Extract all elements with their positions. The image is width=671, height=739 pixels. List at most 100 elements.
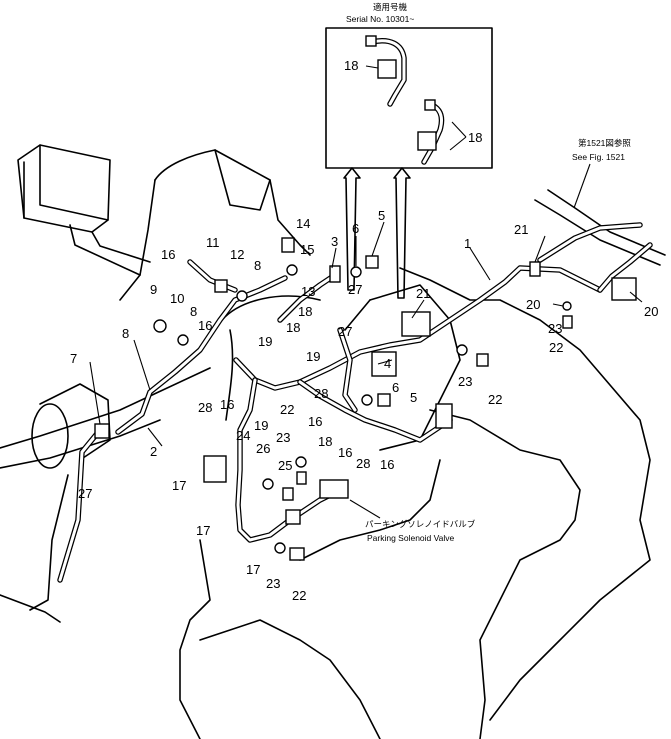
callout-26: 26 <box>256 441 270 456</box>
parking-solenoid-valve <box>319 479 349 499</box>
callout-6a: 6 <box>352 221 359 236</box>
connector-right <box>435 403 453 429</box>
callout-28c: 28 <box>356 456 370 471</box>
wiring-harness <box>57 222 653 583</box>
bracket-3 <box>329 265 341 283</box>
bolt-22c <box>296 471 307 485</box>
solenoid-label-en: Parking Solenoid Valve <box>367 533 455 543</box>
fig-ref-en: See Fig. 1521 <box>572 152 625 162</box>
callout-19a: 19 <box>258 334 272 349</box>
callout-25: 25 <box>278 458 292 473</box>
callout-18b: 18 <box>286 320 300 335</box>
inset-tag-1 <box>377 59 397 79</box>
callout-18a: 18 <box>298 304 312 319</box>
bolt-5b <box>377 393 391 407</box>
callout-16c: 16 <box>220 397 234 412</box>
callout-22a: 22 <box>549 340 563 355</box>
callout-19c: 19 <box>254 418 268 433</box>
callout-14: 14 <box>296 216 310 231</box>
inset-callout-18b: 18 <box>468 130 482 145</box>
tag-21 <box>401 311 431 337</box>
callout-17a: 17 <box>172 478 186 493</box>
shaft-coupling <box>31 403 69 469</box>
fig-ref-jp: 第1521図参照 <box>578 138 631 148</box>
callout-19b: 19 <box>306 349 320 364</box>
bracket-7 <box>94 423 110 439</box>
callout-8b: 8 <box>190 304 197 319</box>
callout-21a: 21 <box>514 222 528 237</box>
tag-20 <box>611 277 637 301</box>
washer-6a <box>350 266 362 278</box>
washer-26 <box>262 478 274 490</box>
callout-24: 24 <box>236 428 250 443</box>
bolt-5a <box>365 255 379 269</box>
callout-16e: 16 <box>338 445 352 460</box>
inset-connector-top <box>365 35 377 47</box>
callout-6b: 6 <box>392 380 399 395</box>
callout-27c: 27 <box>338 324 352 339</box>
callout-11: 11 <box>206 235 220 250</box>
machine-body-outline <box>0 144 666 739</box>
inset-serial-label: Serial No. 10301~ <box>346 14 414 24</box>
callout-4: 4 <box>384 356 391 371</box>
washer-23a <box>562 301 572 311</box>
clip-14 <box>281 237 295 253</box>
callout-27a: 27 <box>78 486 92 501</box>
callout-8c: 8 <box>254 258 261 273</box>
callout-23d: 23 <box>266 576 280 591</box>
inset-tag-2 <box>417 131 437 151</box>
tag-17 <box>203 455 227 483</box>
washer-15 <box>286 264 298 276</box>
inset-harness <box>365 35 467 165</box>
inset-callout-18a: 18 <box>344 58 358 73</box>
callout-2: 2 <box>150 444 157 459</box>
callout-28b: 28 <box>314 386 328 401</box>
inset-connector-bottom <box>424 99 436 111</box>
washer-12 <box>236 290 248 302</box>
callout-23c: 23 <box>276 430 290 445</box>
callout-20a: 20 <box>526 297 540 312</box>
callout-20b: 20 <box>644 304 658 319</box>
callout-22d: 22 <box>292 588 306 603</box>
bolt-22a <box>562 315 573 329</box>
callout-16d: 16 <box>308 414 322 429</box>
callout-28a: 28 <box>198 400 212 415</box>
callout-10: 10 <box>170 291 184 306</box>
inset-serial-jp: 適用号機 <box>373 2 408 12</box>
bolt-9 <box>153 319 167 333</box>
callout-17c: 17 <box>246 562 260 577</box>
callout-22b: 22 <box>488 392 502 407</box>
callout-27b: 27 <box>348 282 362 297</box>
bolt-11 <box>214 279 228 293</box>
callout-5a: 5 <box>378 208 385 223</box>
up-arrows <box>343 167 411 299</box>
callout-numbers: 1 2 3 4 5 5 6 6 7 8 8 8 9 10 11 12 13 14… <box>70 208 658 603</box>
callout-3: 3 <box>331 234 338 249</box>
callout-8a: 8 <box>122 326 129 341</box>
callout-16b: 16 <box>198 318 212 333</box>
callout-23a: 23 <box>548 321 562 336</box>
washer-6b <box>361 394 373 406</box>
tag-4 <box>371 351 397 377</box>
callout-16a: 16 <box>161 247 175 262</box>
callout-5b: 5 <box>410 390 417 405</box>
connector-24 <box>285 509 301 525</box>
washer-10 <box>177 334 189 346</box>
clamp-21 <box>529 261 541 277</box>
hardware-parts <box>94 237 637 561</box>
callout-23b: 23 <box>458 374 472 389</box>
leader-lines <box>89 221 643 519</box>
callout-17b: 17 <box>196 523 210 538</box>
bolt-22b <box>476 353 489 367</box>
washer-23b <box>456 344 468 356</box>
washer-23d <box>274 542 286 554</box>
callout-21b: 21 <box>416 286 430 301</box>
callout-7: 7 <box>70 351 77 366</box>
callout-22c: 22 <box>280 402 294 417</box>
callout-9: 9 <box>150 282 157 297</box>
callout-16f: 16 <box>380 457 394 472</box>
callout-12: 12 <box>230 247 244 262</box>
inset-frame <box>325 27 493 169</box>
